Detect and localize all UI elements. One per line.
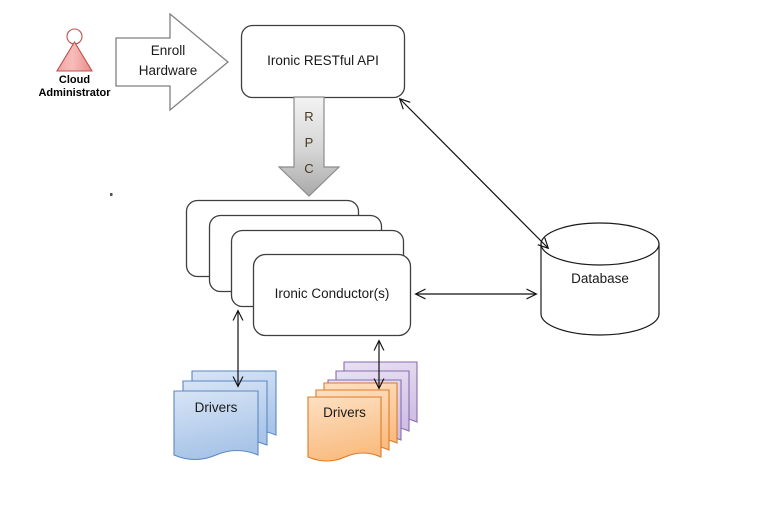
drivers-orange-layer-front	[307, 396, 382, 462]
stray-dot-artifact	[110, 193, 113, 196]
actor-body-icon	[56, 40, 93, 72]
enroll-label-line1: Enroll	[150, 43, 186, 58]
database-body	[540, 243, 660, 336]
enroll-hardware-label: Enroll Hardware	[116, 41, 220, 81]
cloud-administrator-actor	[56, 28, 93, 72]
conductor-box-front	[252, 253, 412, 337]
rpc-letter-r: R	[304, 109, 314, 124]
actor-label-line2: Administrator	[38, 87, 111, 99]
rpc-letter-c: C	[304, 161, 314, 176]
rpc-arrow-label: R P C	[294, 104, 324, 182]
drivers-orange-stack	[307, 361, 418, 462]
cloud-administrator-label: Cloud Administrator	[14, 74, 135, 100]
enroll-label-line2: Hardware	[138, 63, 198, 78]
database-top-ellipse	[540, 222, 660, 266]
actor-label-line1: Cloud	[58, 74, 91, 86]
ironic-conductor-stack	[185, 199, 412, 337]
rpc-letter-p: P	[304, 135, 314, 150]
enroll-hardware-block-arrow	[115, 12, 230, 112]
ironic-restful-api-box	[240, 24, 406, 99]
drivers-blue-layer-front	[173, 390, 259, 461]
rpc-block-arrow	[277, 96, 341, 197]
connector-api-to-database	[400, 99, 548, 248]
drivers-blue-stack	[173, 370, 277, 461]
database-cylinder	[540, 222, 660, 336]
